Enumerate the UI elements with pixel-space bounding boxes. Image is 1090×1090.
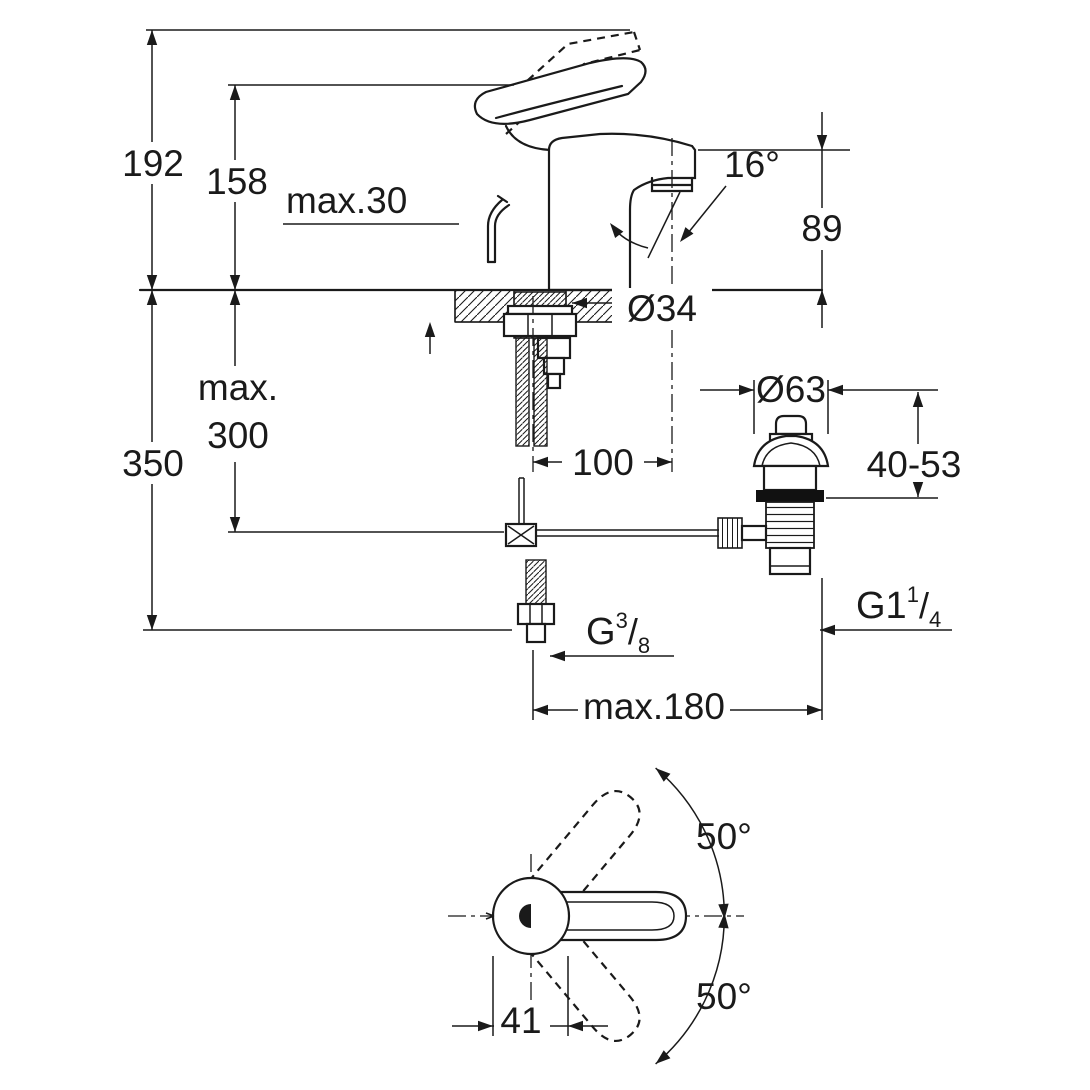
dim-158-label: 158 bbox=[206, 161, 268, 202]
dim-300-label: 300 bbox=[207, 415, 269, 456]
dim-lever-height-158: 158 bbox=[198, 84, 514, 290]
dim-supply-thread-g38: G3/8 bbox=[550, 608, 674, 662]
dim-spout-angle-16: 16° bbox=[605, 144, 780, 249]
dim-g114-label: G11/4 bbox=[856, 582, 941, 632]
handle-rotated-down-dashed bbox=[527, 919, 641, 1043]
supply-hose-right bbox=[533, 337, 548, 447]
waste-threaded-body bbox=[765, 501, 815, 549]
mounting-shank-and-hoses bbox=[502, 291, 578, 447]
dim-g38-label: G3/8 bbox=[586, 608, 650, 658]
mounting-nut bbox=[502, 312, 578, 338]
dim-50deg-upper-label: 50° bbox=[696, 816, 752, 857]
mounting-deck bbox=[138, 288, 824, 323]
dim-16deg-label: 16° bbox=[724, 144, 780, 185]
water-stream-line bbox=[647, 191, 681, 259]
dim-max30-label: max.30 bbox=[286, 180, 407, 221]
waste-flange bbox=[752, 434, 830, 468]
pop-up-pull-rod bbox=[504, 477, 719, 548]
handle-rotated-up-dashed bbox=[527, 789, 641, 913]
handle-center-detail bbox=[519, 904, 531, 928]
dim-overall-height-192: 192 bbox=[114, 29, 630, 290]
dim-100-label: 100 bbox=[572, 442, 634, 483]
faucet-body bbox=[547, 132, 697, 292]
dim-50deg-lower-label: 50° bbox=[696, 976, 752, 1017]
dim-waste-thread-g114: G11/4 bbox=[820, 582, 952, 636]
dim-89-label: 89 bbox=[801, 208, 842, 249]
pop-up-waste bbox=[717, 414, 830, 576]
dim-41-label: 41 bbox=[500, 1000, 541, 1041]
dim-handle-offset-41: 41 bbox=[452, 956, 608, 1042]
rod-clamp-knob bbox=[717, 517, 743, 549]
dim-deck-thickness-max30: max.30 bbox=[283, 180, 459, 354]
dim-rod-length-max180: max.180 bbox=[532, 578, 823, 730]
waste-knob bbox=[774, 414, 808, 436]
handle-neutral bbox=[485, 876, 688, 956]
dim-350-label: 350 bbox=[122, 443, 184, 484]
dim-projection-100: 100 bbox=[533, 442, 672, 483]
flexible-hose-end bbox=[516, 559, 556, 644]
supply-hose-left bbox=[515, 337, 530, 447]
dim-4053-label: 40-53 bbox=[867, 444, 962, 485]
dim-hole-diameter-34: Ø34 bbox=[572, 288, 712, 330]
waste-seal bbox=[756, 490, 824, 502]
dim-192-label: 192 bbox=[122, 143, 184, 184]
waste-tailpiece bbox=[768, 546, 812, 576]
drain-lift-rod bbox=[486, 194, 511, 264]
dim-waste-flange-63: Ø63 bbox=[700, 369, 938, 434]
dim-dia34-label: Ø34 bbox=[627, 288, 697, 329]
dim-max180-label: max.180 bbox=[583, 686, 725, 727]
dim-swing-arc-50: 50° 50° bbox=[652, 764, 752, 1068]
dim-outlet-height-89: 89 bbox=[698, 112, 850, 328]
dim-hose-length-max300: max. 300 bbox=[190, 290, 504, 533]
dim-clamp-range-40-53: 40-53 bbox=[826, 392, 968, 499]
faucet-side-view bbox=[473, 30, 697, 292]
dim-dia63-label: Ø63 bbox=[756, 369, 826, 410]
dim-max-label: max. bbox=[198, 367, 278, 408]
dim-total-depth-350: 350 bbox=[115, 290, 512, 631]
handle-top-view: 50° 50° 41 bbox=[448, 764, 752, 1068]
lever-handle bbox=[473, 57, 647, 152]
